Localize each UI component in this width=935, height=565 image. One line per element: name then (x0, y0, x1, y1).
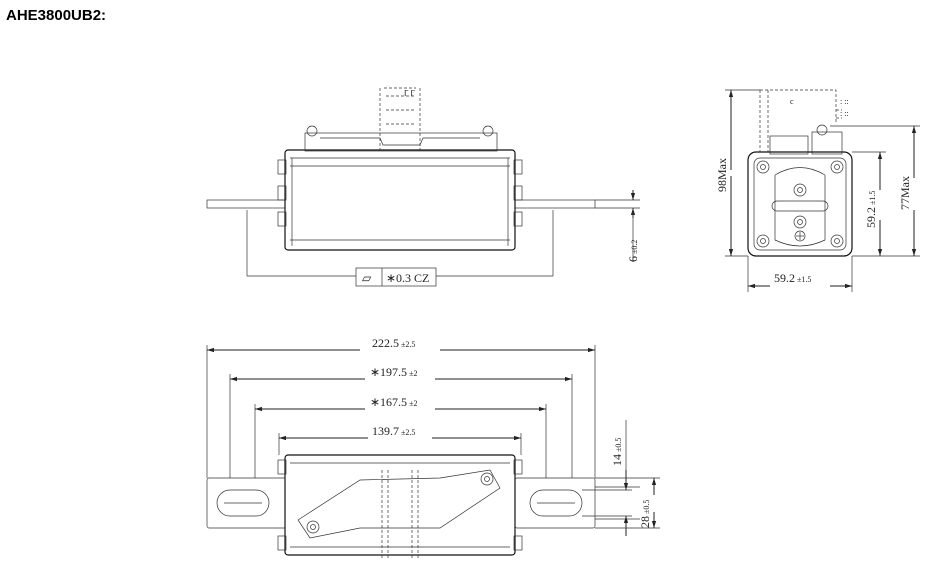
mount-inner-dim: ∗167.5±2 (370, 395, 417, 409)
drawing-title: AHE3800UB2: (6, 7, 107, 24)
top-view: 222.5±2.5 ∗197.5±2 ∗167.5±2 139.7±2.5 14… (206, 336, 660, 560)
flatness-symbol: ▱ (362, 271, 372, 285)
flatness-callout: ∗0.3 CZ (386, 271, 429, 285)
side-fuse-body (747, 151, 853, 257)
svg-text:c: c (790, 97, 794, 106)
thickness-dim: 6±0.2 (626, 240, 640, 262)
front-top-indicator (304, 132, 498, 152)
width-dim: 59.2±1.5 (774, 271, 811, 285)
right-mount-slot (529, 489, 583, 517)
svg-text:: ::: : :: (840, 97, 849, 106)
height-max-dim: 98Max (715, 158, 729, 192)
front-fuse-body (284, 149, 516, 251)
top-fuse-body (284, 454, 516, 556)
front-right-blade (514, 199, 596, 209)
body-height-max-dim: 77Max (898, 176, 912, 210)
inner-height-dim: 59.2±1.5 (864, 191, 878, 228)
svg-text:ᒥ ᒥ: ᒥ ᒥ (404, 89, 415, 98)
left-mount-slot (216, 489, 270, 517)
slot-width-dim: 14±0.5 (610, 438, 624, 466)
side-view: c : :: : :: 98Max 59.2±1.5 77Max 59.2±1.… (715, 89, 920, 292)
mount-outer-dim: ∗197.5±2 (370, 365, 417, 379)
blade-width-dim: 28±0.5 (638, 500, 652, 528)
diagonal-striker (297, 469, 501, 539)
front-left-blade (206, 199, 288, 209)
overall-length-dim: 222.5±2.5 (372, 336, 415, 350)
svg-text:: ::: : :: (840, 109, 849, 118)
body-length-dim: 139.7±2.5 (372, 424, 415, 438)
front-view: ᒥ ᒥ ▱ ∗0.3 CZ 6±0.2 (206, 87, 640, 287)
